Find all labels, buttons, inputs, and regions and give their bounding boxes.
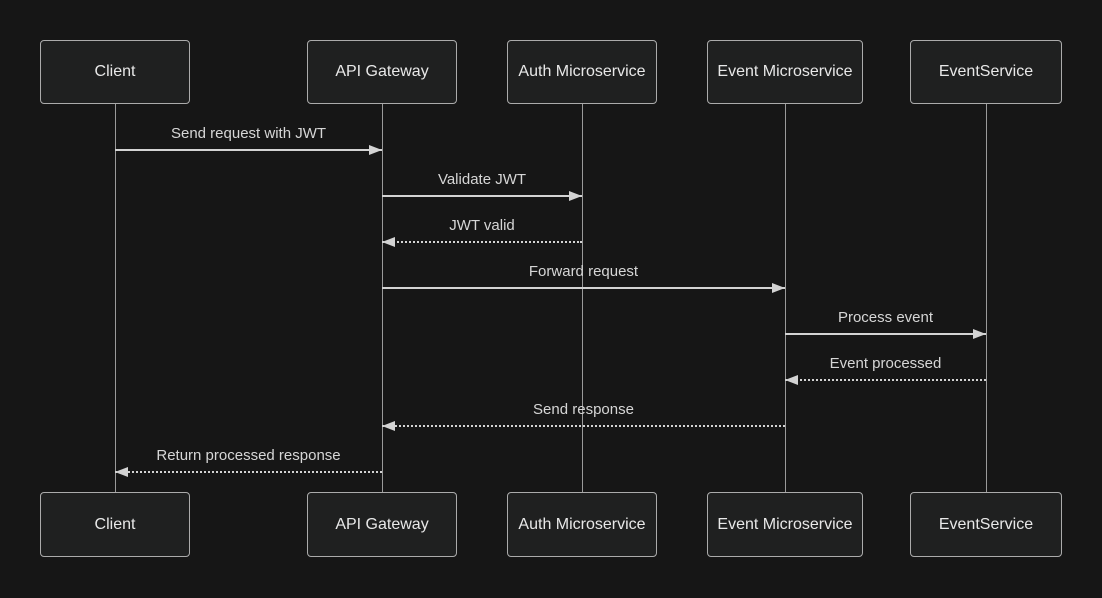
- message-line: [785, 333, 986, 335]
- message-label: Validate JWT: [437, 171, 527, 188]
- message-event-processed: Event processed: [785, 354, 986, 385]
- message-line: [382, 241, 582, 243]
- message-return-processed-response: Return processed response: [115, 446, 382, 477]
- participant-auth-microservice-bottom: Auth Microservice: [507, 492, 657, 557]
- participant-client-top: Client: [40, 40, 190, 104]
- lifeline-auth-microservice: [582, 104, 583, 492]
- message-label: Event processed: [829, 355, 942, 372]
- arrowhead-right-icon: [772, 283, 785, 293]
- arrowhead-left-icon: [115, 467, 128, 477]
- participant-event-microservice-top: Event Microservice: [707, 40, 863, 104]
- message-line: [382, 425, 785, 427]
- message-line: [785, 379, 986, 381]
- message-label: Process event: [837, 309, 934, 326]
- arrowhead-left-icon: [785, 375, 798, 385]
- message-line: [382, 287, 785, 289]
- message-label: Send request with JWT: [170, 125, 327, 142]
- arrowhead-right-icon: [369, 145, 382, 155]
- message-label: JWT valid: [449, 217, 515, 234]
- message-label: Forward request: [528, 263, 639, 280]
- message-forward-request: Forward request: [382, 262, 785, 293]
- lifeline-event-microservice: [785, 104, 786, 492]
- message-label: Return processed response: [156, 447, 341, 464]
- lifeline-event-service: [986, 104, 987, 492]
- message-line: [382, 195, 582, 197]
- message-process-event: Process event: [785, 308, 986, 339]
- arrowhead-right-icon: [569, 191, 582, 201]
- participant-api-gateway-top: API Gateway: [307, 40, 457, 104]
- participant-event-service-bottom: EventService: [910, 492, 1062, 557]
- participant-event-microservice-bottom: Event Microservice: [707, 492, 863, 557]
- participant-auth-microservice-top: Auth Microservice: [507, 40, 657, 104]
- lifeline-client: [115, 104, 116, 492]
- message-send-response: Send response: [382, 400, 785, 431]
- arrowhead-left-icon: [382, 237, 395, 247]
- lifeline-api-gateway: [382, 104, 383, 492]
- message-line: [115, 471, 382, 473]
- participant-event-service-top: EventService: [910, 40, 1062, 104]
- message-send-request-with-jwt: Send request with JWT: [115, 124, 382, 155]
- message-jwt-valid: JWT valid: [382, 216, 582, 247]
- arrowhead-right-icon: [973, 329, 986, 339]
- participant-api-gateway-bottom: API Gateway: [307, 492, 457, 557]
- message-line: [115, 149, 382, 151]
- participant-client-bottom: Client: [40, 492, 190, 557]
- arrowhead-left-icon: [382, 421, 395, 431]
- message-validate-jwt: Validate JWT: [382, 170, 582, 201]
- message-label: Send response: [533, 401, 634, 418]
